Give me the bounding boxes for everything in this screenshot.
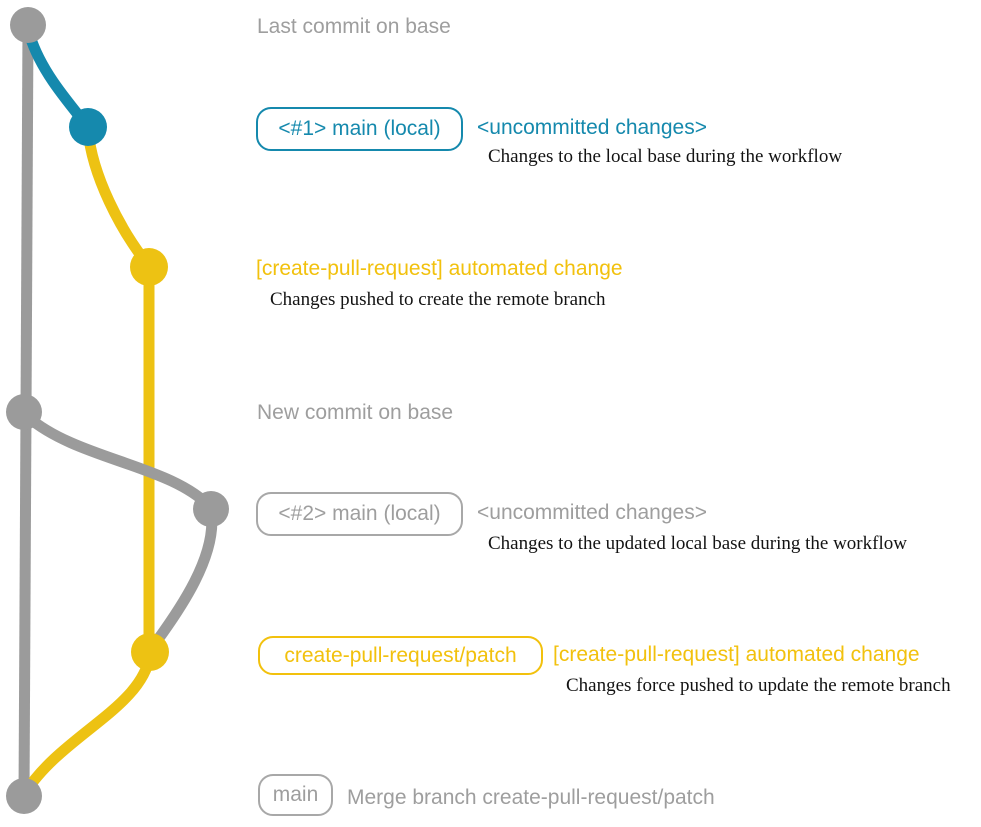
rebase-curve-out xyxy=(24,412,216,512)
branch-badge-main-local-2-label: <#2> main (local) xyxy=(278,502,441,525)
commit-dot-automated-change-1 xyxy=(130,248,168,286)
merge-commit-label: Merge branch create-pull-request/patch xyxy=(347,786,715,809)
commit-dot-automated-change-2 xyxy=(131,633,169,671)
uncommitted-changes-heading-1: <uncommitted changes> xyxy=(477,116,707,139)
branch-badge-main: main xyxy=(258,774,333,816)
automated-change-heading-1: [create-pull-request] automated change xyxy=(256,257,623,280)
commit-dot-local-main-1 xyxy=(69,108,107,146)
commit-dot-local-main-2 xyxy=(193,491,229,527)
branch-badge-main-label: main xyxy=(272,783,319,806)
commit-dot-merge xyxy=(6,778,42,814)
uncommitted-changes-caption-2: Changes to the updated local base during… xyxy=(488,533,907,554)
automated-change-heading-2: [create-pull-request] automated change xyxy=(553,643,920,666)
branch-badge-main-local-2: <#2> main (local) xyxy=(256,492,463,536)
commit-dot-new-base xyxy=(6,394,42,430)
patch-branch-curve xyxy=(82,129,154,270)
uncommitted-changes-caption-1: Changes to the local base during the wor… xyxy=(488,146,843,167)
uncommitted-changes-heading-2: <uncommitted changes> xyxy=(477,501,707,524)
automated-change-caption-2: Changes force pushed to update the remot… xyxy=(566,675,951,696)
branch-badge-main-local-1: <#1> main (local) xyxy=(256,107,463,151)
new-commit-label: New commit on base xyxy=(257,401,454,424)
branch-badge-cpr-patch-label: create-pull-request/patch xyxy=(284,643,517,667)
last-commit-label: Last commit on base xyxy=(257,15,451,38)
commit-dot-last-base xyxy=(10,7,46,43)
merge-curve xyxy=(20,653,156,797)
branch-badge-main-local-1-label: <#1> main (local) xyxy=(278,117,441,140)
branch-badge-cpr-patch: create-pull-request/patch xyxy=(258,636,543,675)
rebase-curve-in xyxy=(146,510,218,653)
automated-change-caption-1: Changes pushed to create the remote bran… xyxy=(270,289,606,310)
